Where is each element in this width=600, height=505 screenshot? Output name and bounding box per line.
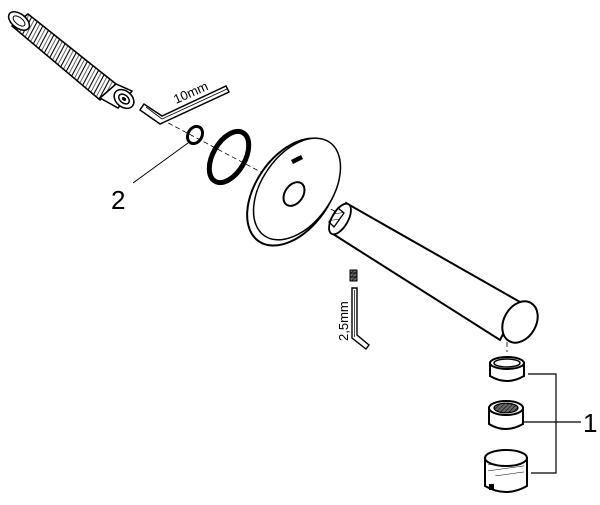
callout-1-label: 1 [583,408,597,438]
hex-key-2-5mm-label: 2,5mm [336,301,351,341]
callout-2-label: 2 [111,185,125,215]
spout-body [328,201,539,344]
hex-key-10mm [138,85,231,125]
callout-2-leader [132,142,189,184]
hose-connector [98,83,135,110]
escutcheon-rosette [246,137,342,247]
flexible-hose [7,11,118,102]
aerator-insert [488,400,524,430]
grub-screw [349,269,358,282]
callout-1-bracket [524,373,581,474]
aerator-ring [489,356,525,382]
aerator-sleeve [484,449,528,493]
small-o-ring [185,124,205,146]
hex-key-2-5mm [351,287,370,350]
large-seal-ring [206,128,252,186]
